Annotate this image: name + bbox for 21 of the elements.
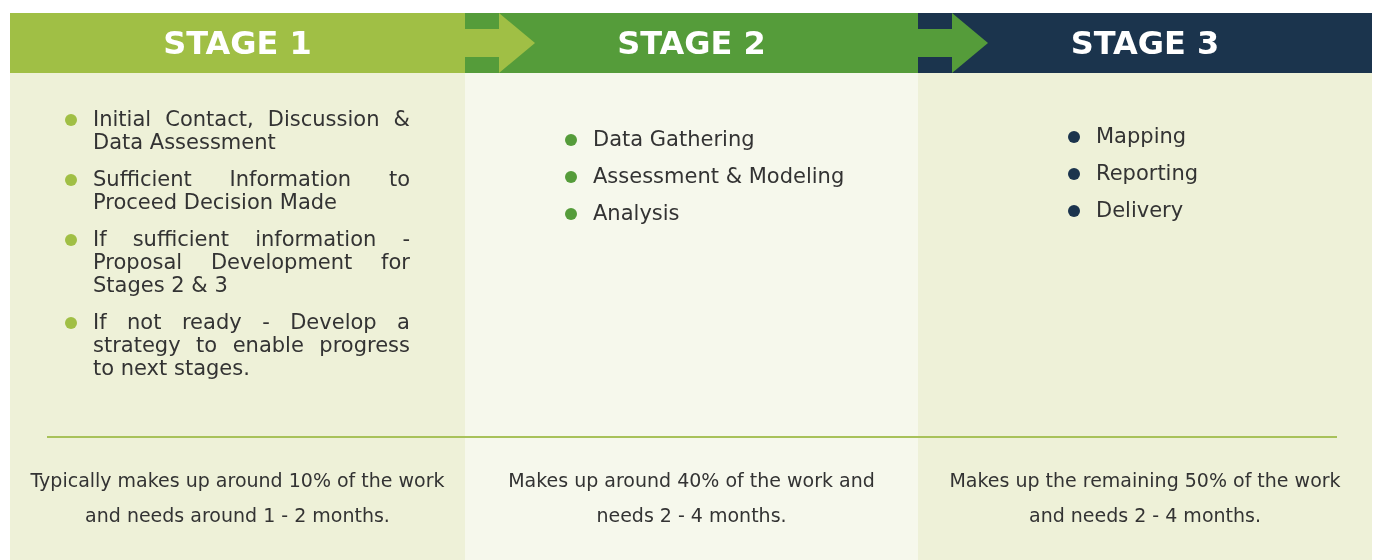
- bullet-text: Reporting: [1096, 162, 1199, 185]
- summary-text: Typically makes up around 10% of the work and needs around 1 - 2 months.: [30, 468, 445, 528]
- stage-column: [10, 13, 465, 560]
- stage-column: [465, 13, 918, 560]
- bullet-text: Data Gathering: [593, 128, 755, 151]
- stage-title: STAGE 3: [1070, 24, 1220, 62]
- arrow: [465, 13, 535, 73]
- bullet-text: If sufficient information - Proposal Development for Stages 2 & 3: [93, 228, 410, 297]
- bullet-text: Mapping: [1096, 125, 1187, 148]
- summary-text: Makes up the remaining 50% of the work and needs 2 - 4 months.: [948, 468, 1342, 528]
- stage-title: STAGE 2: [617, 24, 766, 62]
- stage-title: STAGE 1: [163, 24, 312, 62]
- bullet-text: Analysis: [593, 202, 680, 225]
- arrow: [918, 13, 988, 73]
- bullet-text: If not ready - Develop a strategy to enable progress to next stages.: [93, 311, 410, 380]
- summary-text: Makes up around 40% of the work and needs 2 - 4 months.: [507, 468, 876, 528]
- stage-column: [918, 13, 1372, 560]
- bullet-text: Initial Contact, Discussion & Data Assessment: [93, 108, 410, 154]
- bullet-text: Assessment & Modeling: [593, 165, 845, 188]
- bullet-text: Delivery: [1096, 199, 1184, 222]
- bullet-text: Sufficient Information to Proceed Decision Made: [93, 168, 410, 214]
